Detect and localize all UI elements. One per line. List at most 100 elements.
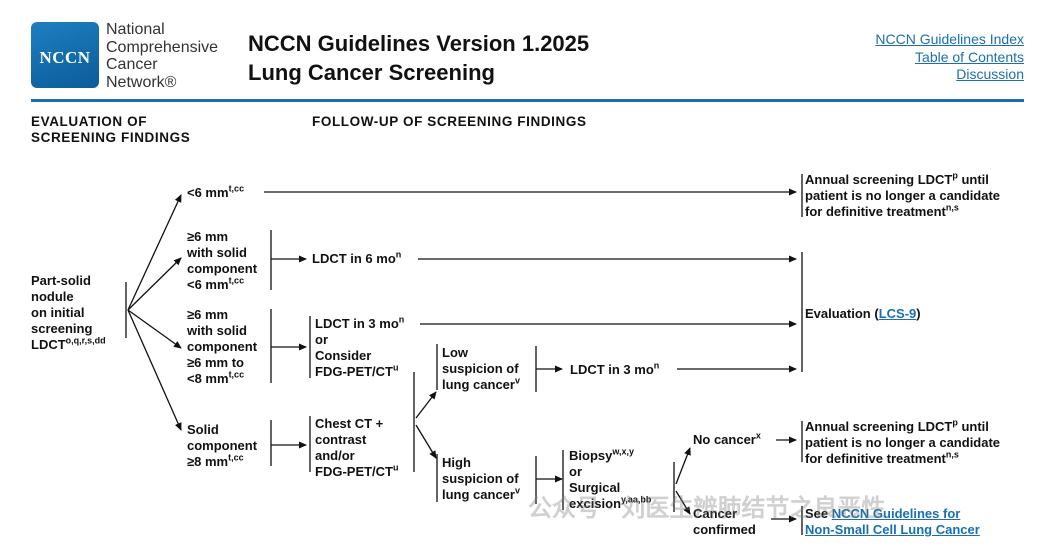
node-line: confirmed — [693, 522, 756, 537]
node-line: <6 mm — [187, 277, 229, 292]
node-line: ≥6 mm — [187, 229, 229, 244]
node-line: or — [315, 332, 328, 347]
node-line: with solid — [187, 245, 247, 260]
footnote-ref: n — [398, 314, 405, 325]
node-line: on initial — [31, 305, 85, 320]
node-line: and/or — [315, 448, 355, 463]
node-line: patient is no longer a candidate — [805, 435, 1001, 450]
node-chest-ct-or-pet: Chest CT + contrast and/or FDG-PET/CTu — [315, 416, 399, 480]
footnote-ref: t,cc — [228, 275, 245, 286]
node-line: Biopsy — [569, 448, 613, 463]
section-followup-heading: FOLLOW-UP OF SCREENING FINDINGS — [312, 114, 587, 129]
node-line: component — [187, 438, 258, 453]
wechat-watermark: 公众号 · 刘医生辨肺结节之良恶性 — [528, 495, 886, 522]
footnote-ref: w,x,y — [612, 446, 635, 457]
footnote-ref: n,s — [945, 449, 959, 460]
section-heading-line: SCREENING FINDINGS — [31, 130, 191, 145]
node-line: LDCT in 6 mo — [312, 251, 396, 266]
footnote-ref: n — [395, 249, 402, 260]
node-line: Chest CT + — [315, 416, 384, 431]
node-high-suspicion: High suspicion of lung cancerv — [442, 455, 520, 503]
node-line: LDCT — [31, 337, 66, 352]
node-line: LDCT in 3 mo — [315, 316, 399, 331]
organization-name: National Comprehensive Cancer Network® — [106, 21, 218, 91]
lcs-9-link[interactable]: LCS-9 — [878, 306, 917, 321]
nsclc-guidelines-link[interactable]: NCCN Guidelines for — [831, 506, 961, 521]
footnote-ref: t,cc — [228, 452, 244, 463]
node-evaluation: Evaluation (LCS-9) — [805, 306, 921, 322]
node-line: ≥6 mm — [187, 307, 229, 322]
node-part-solid-nodule: Part-solid nodule on initial screening L… — [31, 273, 106, 353]
node-line: for definitive treatment — [805, 204, 946, 219]
node-ldct-6mo: LDCT in 6 mon — [312, 249, 402, 267]
footnote-ref: p — [952, 417, 958, 428]
node-line: Consider — [315, 348, 372, 363]
nccn-logo-badge — [31, 22, 99, 88]
node-line: screening — [31, 321, 93, 336]
node-line: ≥8 mm — [187, 454, 229, 469]
node-line: until — [957, 419, 989, 434]
node-line: lung cancer — [442, 377, 515, 392]
node-line: suspicion of — [442, 471, 519, 486]
node-line: contrast — [315, 432, 367, 447]
org-line: Network® — [106, 73, 177, 91]
footnote-ref: v — [514, 375, 520, 386]
node-line: FDG-PET/CT — [315, 464, 393, 479]
node-line: <8 mm — [187, 371, 229, 386]
title-topic: Lung Cancer Screening — [248, 60, 495, 85]
footnote-ref: u — [393, 362, 399, 373]
node-line: with solid — [187, 323, 247, 338]
node-line: Annual screening LDCT — [805, 419, 953, 434]
table-of-contents-link[interactable]: Table of Contents — [915, 48, 1024, 65]
node-line: suspicion of — [442, 361, 519, 376]
node-line: ≥6 mm to — [187, 355, 244, 370]
footnote-ref: p — [952, 170, 958, 181]
nsclc-guidelines-link-line2[interactable]: Non-Small Cell Lung Cancer — [805, 522, 980, 537]
title-guideline-version: NCCN Guidelines Version 1.2025 — [248, 31, 590, 56]
footnote-ref: y,aa,bb — [621, 494, 652, 505]
discussion-link[interactable]: Discussion — [956, 66, 1024, 82]
node-line: LDCT in 3 mo — [570, 362, 654, 377]
footnote-ref: n,s — [945, 202, 959, 213]
node-line: FDG-PET/CT — [315, 364, 393, 379]
footnote-ref: t,cc — [228, 183, 245, 194]
node-no-cancer: No cancerx — [693, 431, 761, 448]
node-line: Surgical — [569, 480, 621, 495]
node-biopsy-or-excision: Biopsyw,x,y or Surgical excisiony,aa,bb — [569, 446, 652, 512]
node-line: No cancer — [693, 432, 756, 447]
node-ge6-solid-lt6: ≥6 mm with solid component <6 mmt,cc — [187, 229, 257, 293]
node-ldct-3mo: LDCT in 3 mon — [570, 360, 660, 378]
node-line: Low — [442, 345, 468, 360]
node-line: excision — [569, 496, 622, 511]
node-line: Part-solid — [31, 273, 91, 288]
node-ge6-solid-6to8: ≥6 mm with solid component ≥6 mm to <8 m… — [187, 307, 257, 387]
page-title: NCCN Guidelines Version 1.2025 Lung Canc… — [248, 29, 589, 87]
node-line: component — [187, 261, 258, 276]
header-links: NCCN Guidelines Index Table of Contents … — [875, 31, 1024, 84]
node-line: component — [187, 339, 258, 354]
org-line: Cancer — [106, 56, 158, 73]
section-evaluation-heading: EVALUATION OF SCREENING FINDINGS — [31, 114, 190, 146]
guidelines-index-link[interactable]: NCCN Guidelines Index — [875, 31, 1024, 47]
node-line: <6 mm — [187, 185, 229, 200]
node-line: Solid — [187, 422, 219, 437]
node-line: ) — [916, 306, 921, 321]
node-line: See — [805, 506, 832, 521]
node-line: patient is no longer a candidate — [805, 188, 1001, 203]
node-annual-screening-top: Annual screening LDCTp until patient is … — [805, 170, 1001, 220]
footnote-ref: n — [653, 360, 660, 371]
node-solid-ge8: Solid component ≥8 mmt,cc — [187, 422, 257, 470]
section-heading-line: EVALUATION OF — [31, 114, 148, 129]
header-divider — [31, 99, 1024, 102]
footnote-ref: o,q,r,s,dd — [65, 335, 106, 346]
footnote-ref: u — [393, 462, 399, 473]
node-line: High — [442, 455, 471, 470]
node-line: for definitive treatment — [805, 451, 946, 466]
node-annual-screening-bottom: Annual screening LDCTp until patient is … — [805, 417, 1001, 467]
node-low-suspicion: Low suspicion of lung cancerv — [442, 345, 520, 393]
nccn-logo-text: NCCN — [39, 48, 91, 67]
node-line: Annual screening LDCT — [805, 172, 953, 187]
node-lt-6mm: <6 mmt,cc — [187, 183, 245, 201]
node-ldct-3mo-or-pet: LDCT in 3 mon or Consider FDG-PET/CTu — [315, 314, 405, 380]
